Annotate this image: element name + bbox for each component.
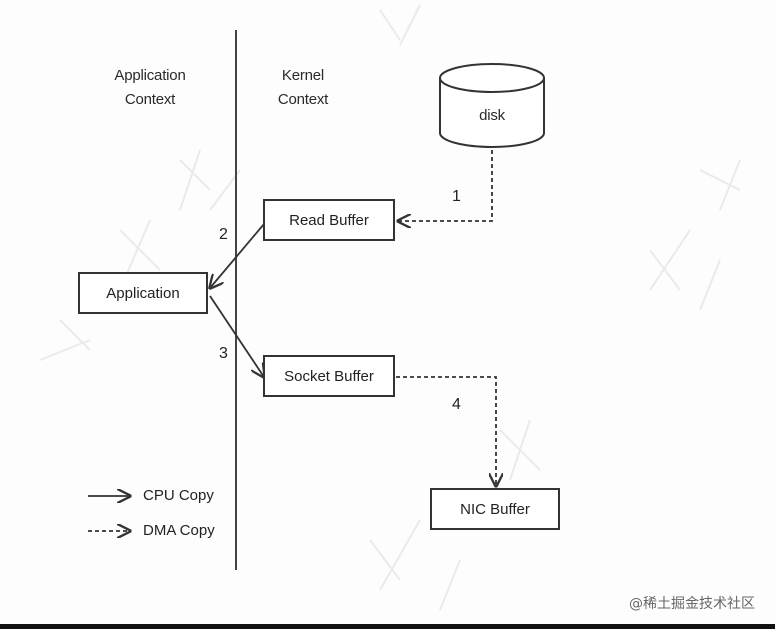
read-buffer-label: Read Buffer	[289, 211, 369, 229]
disk-cylinder	[439, 63, 545, 148]
application-label: Application	[106, 284, 180, 302]
legend-dma-copy: DMA Copy	[143, 522, 215, 539]
read-buffer-box: Read Buffer	[263, 199, 395, 241]
step-2: 2	[219, 226, 228, 243]
cpu-arrow-2	[210, 223, 265, 288]
step-1: 1	[452, 188, 461, 205]
step-3: 3	[219, 345, 228, 362]
nic-buffer-box: NIC Buffer	[430, 488, 560, 530]
socket-buffer-label: Socket Buffer	[284, 367, 374, 385]
dma-arrow-4	[396, 376, 496, 486]
step-4: 4	[452, 396, 461, 413]
application-box: Application	[78, 272, 208, 314]
footer-watermark: @稀土掘金技术社区	[629, 596, 755, 612]
bottom-border	[0, 624, 775, 629]
socket-buffer-box: Socket Buffer	[263, 355, 395, 397]
nic-buffer-label: NIC Buffer	[460, 500, 530, 518]
disk-label: disk	[479, 107, 505, 124]
cpu-arrow-3	[209, 295, 264, 377]
legend-cpu-copy: CPU Copy	[143, 487, 214, 504]
dma-arrow-1	[398, 150, 493, 221]
